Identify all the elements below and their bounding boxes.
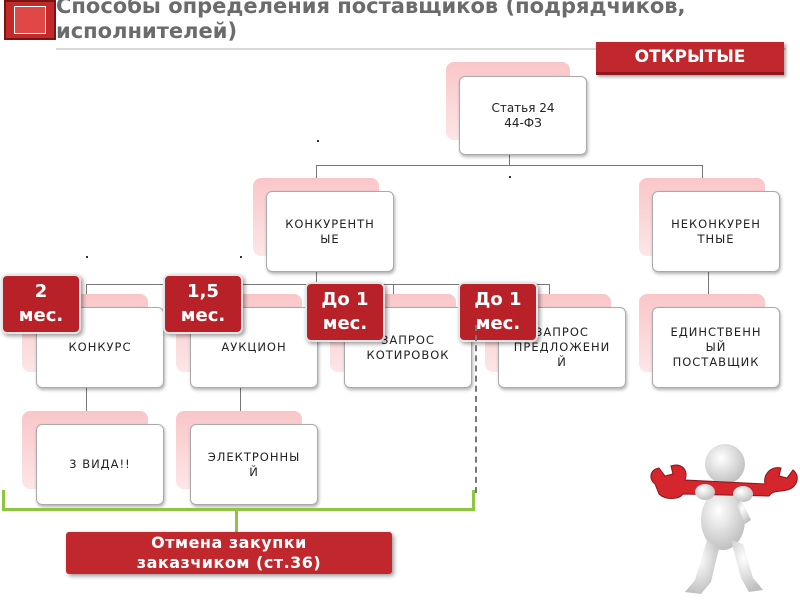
three-types-label: 3 ВИДА!! bbox=[69, 457, 131, 471]
proposal-request-line-3: Й bbox=[557, 355, 567, 369]
three-types-node: 3 ВИДА!! bbox=[36, 424, 164, 505]
electronic-line-1: ЭЛЕКТРОННЫ bbox=[207, 449, 301, 464]
contest-label: КОНКУРС bbox=[68, 340, 132, 354]
bracket-bar bbox=[2, 508, 475, 511]
cancel-line-1: Отмена закупки bbox=[151, 533, 307, 552]
figure-with-wrench-icon bbox=[650, 444, 798, 594]
bracket-left-tick bbox=[2, 490, 5, 511]
page-title: Способы определения поставщиков (подрядч… bbox=[56, 0, 686, 43]
proposal-request-line-1: ЗАПРОС bbox=[535, 325, 589, 339]
connector bbox=[240, 386, 241, 424]
term-badge-proposals: До 1 мес. bbox=[458, 282, 538, 342]
term-auction-line-2: мес. bbox=[180, 305, 226, 326]
root-line-2: 44-ФЗ bbox=[504, 115, 542, 130]
proposal-request-line-2: ПРЕДЛОЖЕНИ bbox=[513, 340, 611, 354]
title-divider bbox=[56, 48, 786, 50]
term-badge-quotes: До 1 мес. bbox=[305, 282, 385, 342]
connector bbox=[316, 165, 703, 166]
connector bbox=[86, 386, 87, 424]
dot bbox=[509, 176, 511, 178]
auction-label: АУКЦИОН bbox=[221, 340, 287, 354]
quote-request-line-2: КОТИРОВОК bbox=[366, 347, 450, 362]
term-contest-line-1: 2 bbox=[34, 281, 48, 302]
bracket-center-tick bbox=[235, 508, 238, 532]
term-quotes-line-2: мес. bbox=[322, 313, 368, 334]
dot bbox=[317, 140, 319, 142]
term-quotes-line-1: До 1 bbox=[321, 289, 369, 310]
dot bbox=[86, 256, 88, 258]
root-line-1: Статья 24 bbox=[491, 100, 555, 115]
electronic-line-2: Й bbox=[249, 464, 259, 479]
term-proposals-line-1: До 1 bbox=[474, 289, 522, 310]
open-badge: ОТКРЫТЫЕ bbox=[596, 42, 784, 75]
connector bbox=[509, 153, 510, 165]
term-badge-contest: 2 мес. bbox=[1, 274, 81, 334]
sole-supplier-line-3: ПОСТАВЩИК bbox=[672, 355, 760, 369]
sole-supplier-line-1: ЕДИНСТВЕНН bbox=[670, 325, 762, 339]
competitive-line-2: ЫЕ bbox=[320, 231, 340, 246]
term-badge-auction: 1,5 мес. bbox=[163, 274, 243, 334]
bracket-right-tick bbox=[472, 490, 475, 511]
cancel-line-2: заказчиком (ст.36) bbox=[136, 553, 322, 572]
term-proposals-line-2: мес. bbox=[475, 313, 521, 334]
noncompetitive-line-1: НЕКОНКУРЕН bbox=[671, 216, 761, 231]
dot bbox=[240, 256, 242, 258]
sole-supplier-line-2: ЫЙ bbox=[705, 340, 727, 354]
quote-request-line-1: ЗАПРОС bbox=[381, 332, 435, 347]
term-contest-line-2: мес. bbox=[18, 305, 64, 326]
connector bbox=[708, 270, 709, 306]
noncompetitive-line-2: ТНЫЕ bbox=[697, 231, 735, 246]
dashed-separator bbox=[475, 325, 477, 493]
term-auction-line-1: 1,5 bbox=[187, 281, 219, 302]
title-decoration bbox=[4, 0, 56, 40]
competitive-line-1: КОНКУРЕНТН bbox=[285, 216, 375, 231]
connector bbox=[316, 270, 317, 284]
